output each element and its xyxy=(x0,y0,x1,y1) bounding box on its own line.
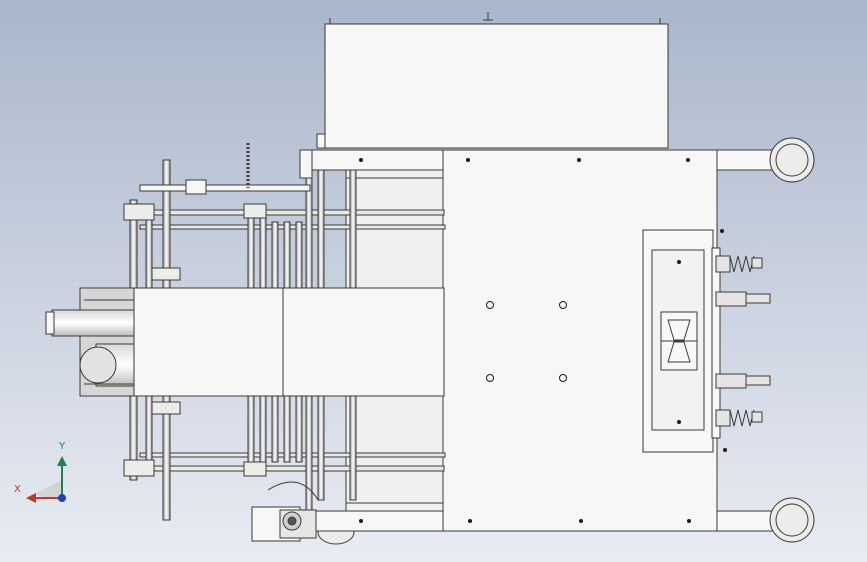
conveyor-belt xyxy=(133,287,445,397)
coordinate-triad xyxy=(26,456,67,503)
tie-bars xyxy=(127,209,446,472)
drive-motor xyxy=(45,287,135,397)
top-housing xyxy=(316,12,669,149)
plate-holes xyxy=(486,301,567,382)
triad-base xyxy=(34,480,62,502)
gear-reducer xyxy=(251,481,319,542)
caster-wheels xyxy=(317,137,815,545)
z-axis-dot xyxy=(58,494,66,502)
sprockets xyxy=(123,203,267,477)
y-axis-label: Y xyxy=(59,441,66,452)
adjust-rod xyxy=(139,143,313,195)
fastener-holes xyxy=(359,158,727,523)
x-axis-label: X xyxy=(14,484,21,495)
clamp-assembly xyxy=(642,229,721,453)
adjust-screws xyxy=(715,255,771,427)
